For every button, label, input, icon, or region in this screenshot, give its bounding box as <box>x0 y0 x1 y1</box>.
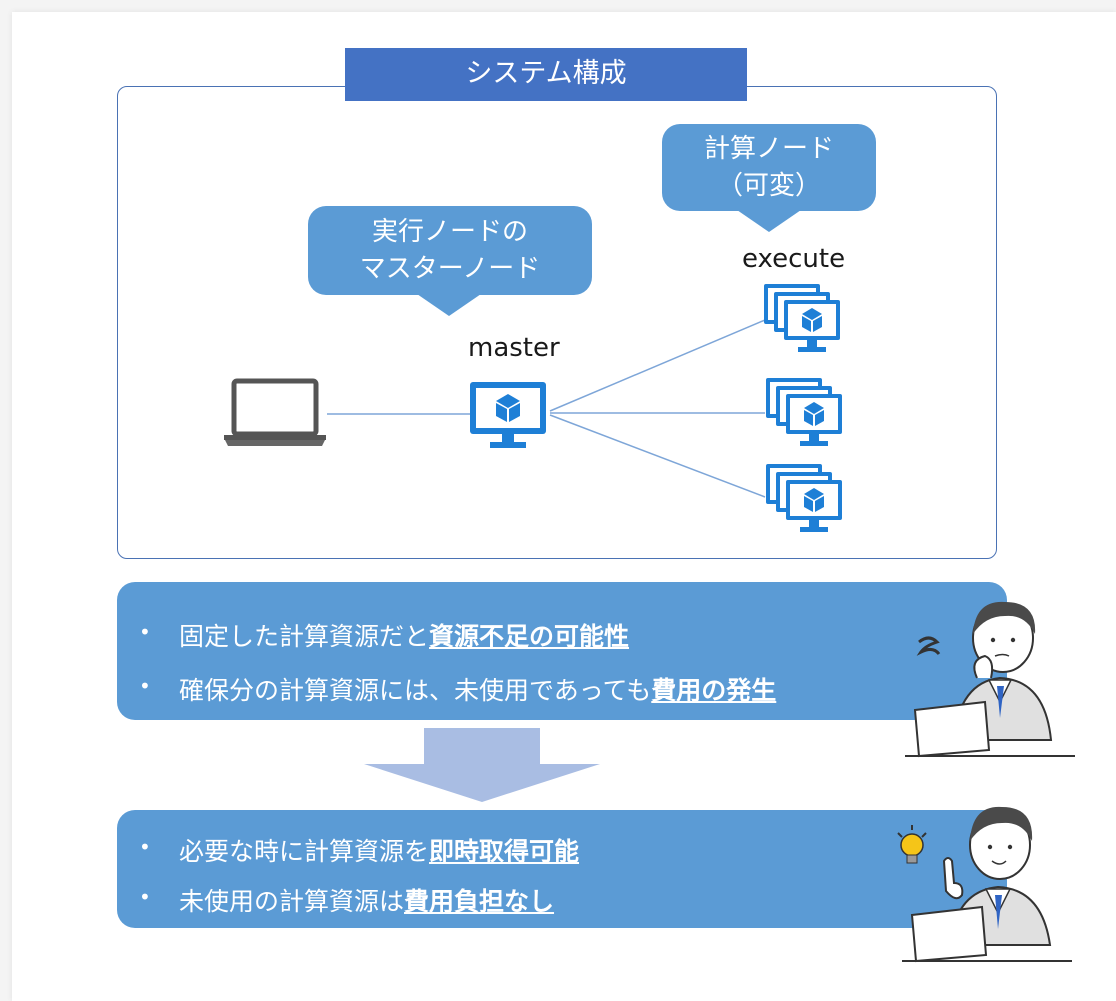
solution-panel: • 必要な時に計算資源を即時取得可能 • 未使用の計算資源は費用負担なし <box>117 810 1007 928</box>
diagram-title: システム構成 <box>345 48 747 101</box>
execute-label: execute <box>742 244 846 274</box>
execute-node-icon <box>766 464 842 532</box>
callout-execute-line2: （可変） <box>716 171 821 201</box>
down-arrow <box>364 728 600 802</box>
callout-master: 実行ノードの マスターノード <box>308 206 592 316</box>
laptop-icon <box>224 378 326 446</box>
callout-master-line2: マスターノード <box>359 254 541 284</box>
line-master-execute-1 <box>549 319 766 412</box>
callout-master-line1: 実行ノードの <box>371 217 528 247</box>
execute-node-icon <box>764 284 840 352</box>
idea-businessman-illustration <box>897 806 1072 963</box>
callout-execute: 計算ノード （可変） <box>662 124 876 232</box>
master-label: master <box>468 333 560 363</box>
line-master-execute-3 <box>549 414 766 498</box>
execute-node-icon <box>766 378 842 446</box>
master-monitor-icon <box>470 382 546 448</box>
problem-panel: • 固定した計算資源だと資源不足の可能性 • 確保分の計算資源には、未使用であっ… <box>117 582 1007 720</box>
callout-execute-line1: 計算ノード <box>703 134 834 164</box>
worried-businessman-illustration <box>905 601 1075 758</box>
